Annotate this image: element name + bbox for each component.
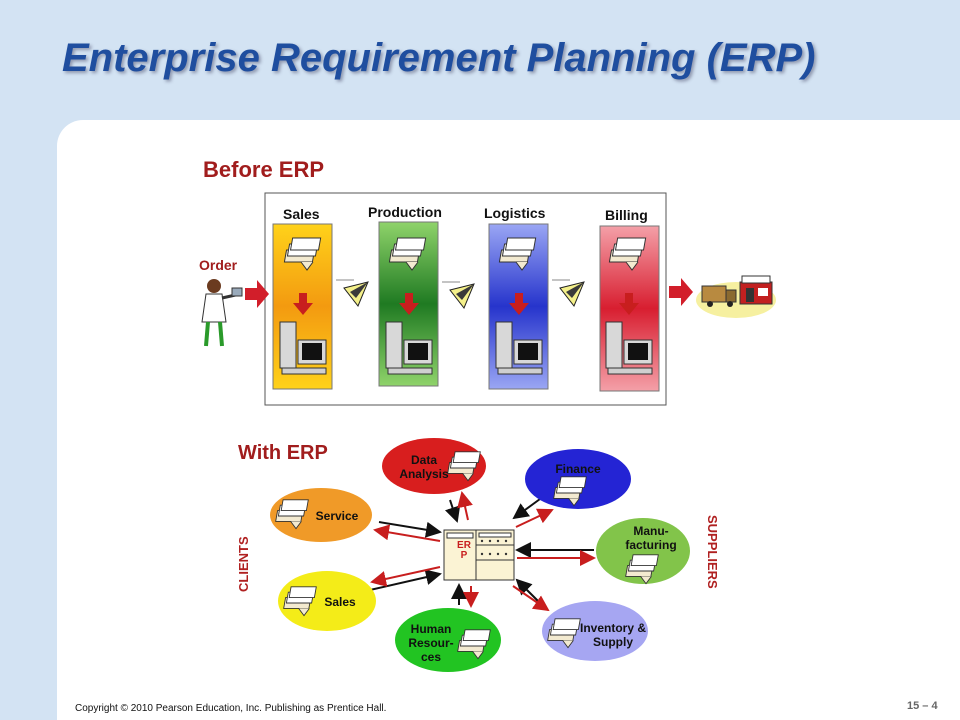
paper-stack-icon <box>447 451 481 482</box>
billing-label: Billing <box>605 207 648 223</box>
with-erp-heading: With ERP <box>238 442 328 464</box>
paper-stack-icon <box>388 237 427 271</box>
sales-node-label: Sales <box>324 595 356 609</box>
production-label: Production <box>368 204 442 220</box>
paper-stack-icon <box>283 237 322 271</box>
paper-stack-icon <box>283 586 317 617</box>
manufacturing-node <box>596 518 690 584</box>
computer-icon <box>385 321 433 375</box>
paper-stack-icon <box>547 618 581 649</box>
order-in-arrow-icon <box>245 280 269 308</box>
finance-label: Finance <box>555 462 601 476</box>
data-analysis-label: Data Analysis <box>399 453 449 481</box>
paper-stack-icon <box>275 499 309 530</box>
paper-stack-icon <box>625 554 659 585</box>
customer-figure-icon <box>201 279 243 347</box>
paper-plane-icon <box>442 281 475 309</box>
paper-stack-icon <box>553 476 587 507</box>
erp-center-label: ERP <box>457 540 471 561</box>
logistics-label: Logistics <box>484 205 546 221</box>
truck-store-icon <box>696 275 776 318</box>
erp-server-icon <box>443 529 515 581</box>
computer-icon <box>605 321 653 375</box>
inventory-supply-label: Inventory & Supply <box>580 621 647 649</box>
page-number: 15 – 4 <box>907 700 938 712</box>
down-arrow-icon <box>619 293 639 315</box>
paper-stack-icon <box>457 629 491 660</box>
service-label: Service <box>315 509 359 523</box>
manufacturing-label: Manu- facturing <box>625 524 677 552</box>
order-label: Order <box>199 257 238 273</box>
order-out-arrow-icon <box>669 278 693 306</box>
down-arrow-icon <box>399 293 419 315</box>
clients-label: CLIENTS <box>236 536 251 592</box>
human-resources-node <box>395 608 501 672</box>
suppliers-label: SUPPLIERS <box>705 515 720 589</box>
paper-stack-icon <box>498 237 537 271</box>
human-resources-label: Human Resour- ces <box>408 622 454 664</box>
copyright-footer: Copyright © 2010 Pearson Education, Inc.… <box>75 703 387 714</box>
paper-plane-icon <box>336 279 369 307</box>
computer-icon <box>279 321 327 375</box>
sales-label: Sales <box>283 206 320 222</box>
down-arrow-icon <box>293 293 313 315</box>
slide-title: Enterprise Requirement Planning (ERP) <box>62 36 816 80</box>
before-erp-heading: Before ERP <box>203 157 325 182</box>
sales-node <box>278 571 376 631</box>
paper-plane-icon <box>552 279 585 307</box>
down-arrow-icon <box>509 293 529 315</box>
erp-arrow-links <box>369 491 596 612</box>
paper-stack-icon <box>608 237 647 271</box>
computer-icon <box>495 321 543 375</box>
